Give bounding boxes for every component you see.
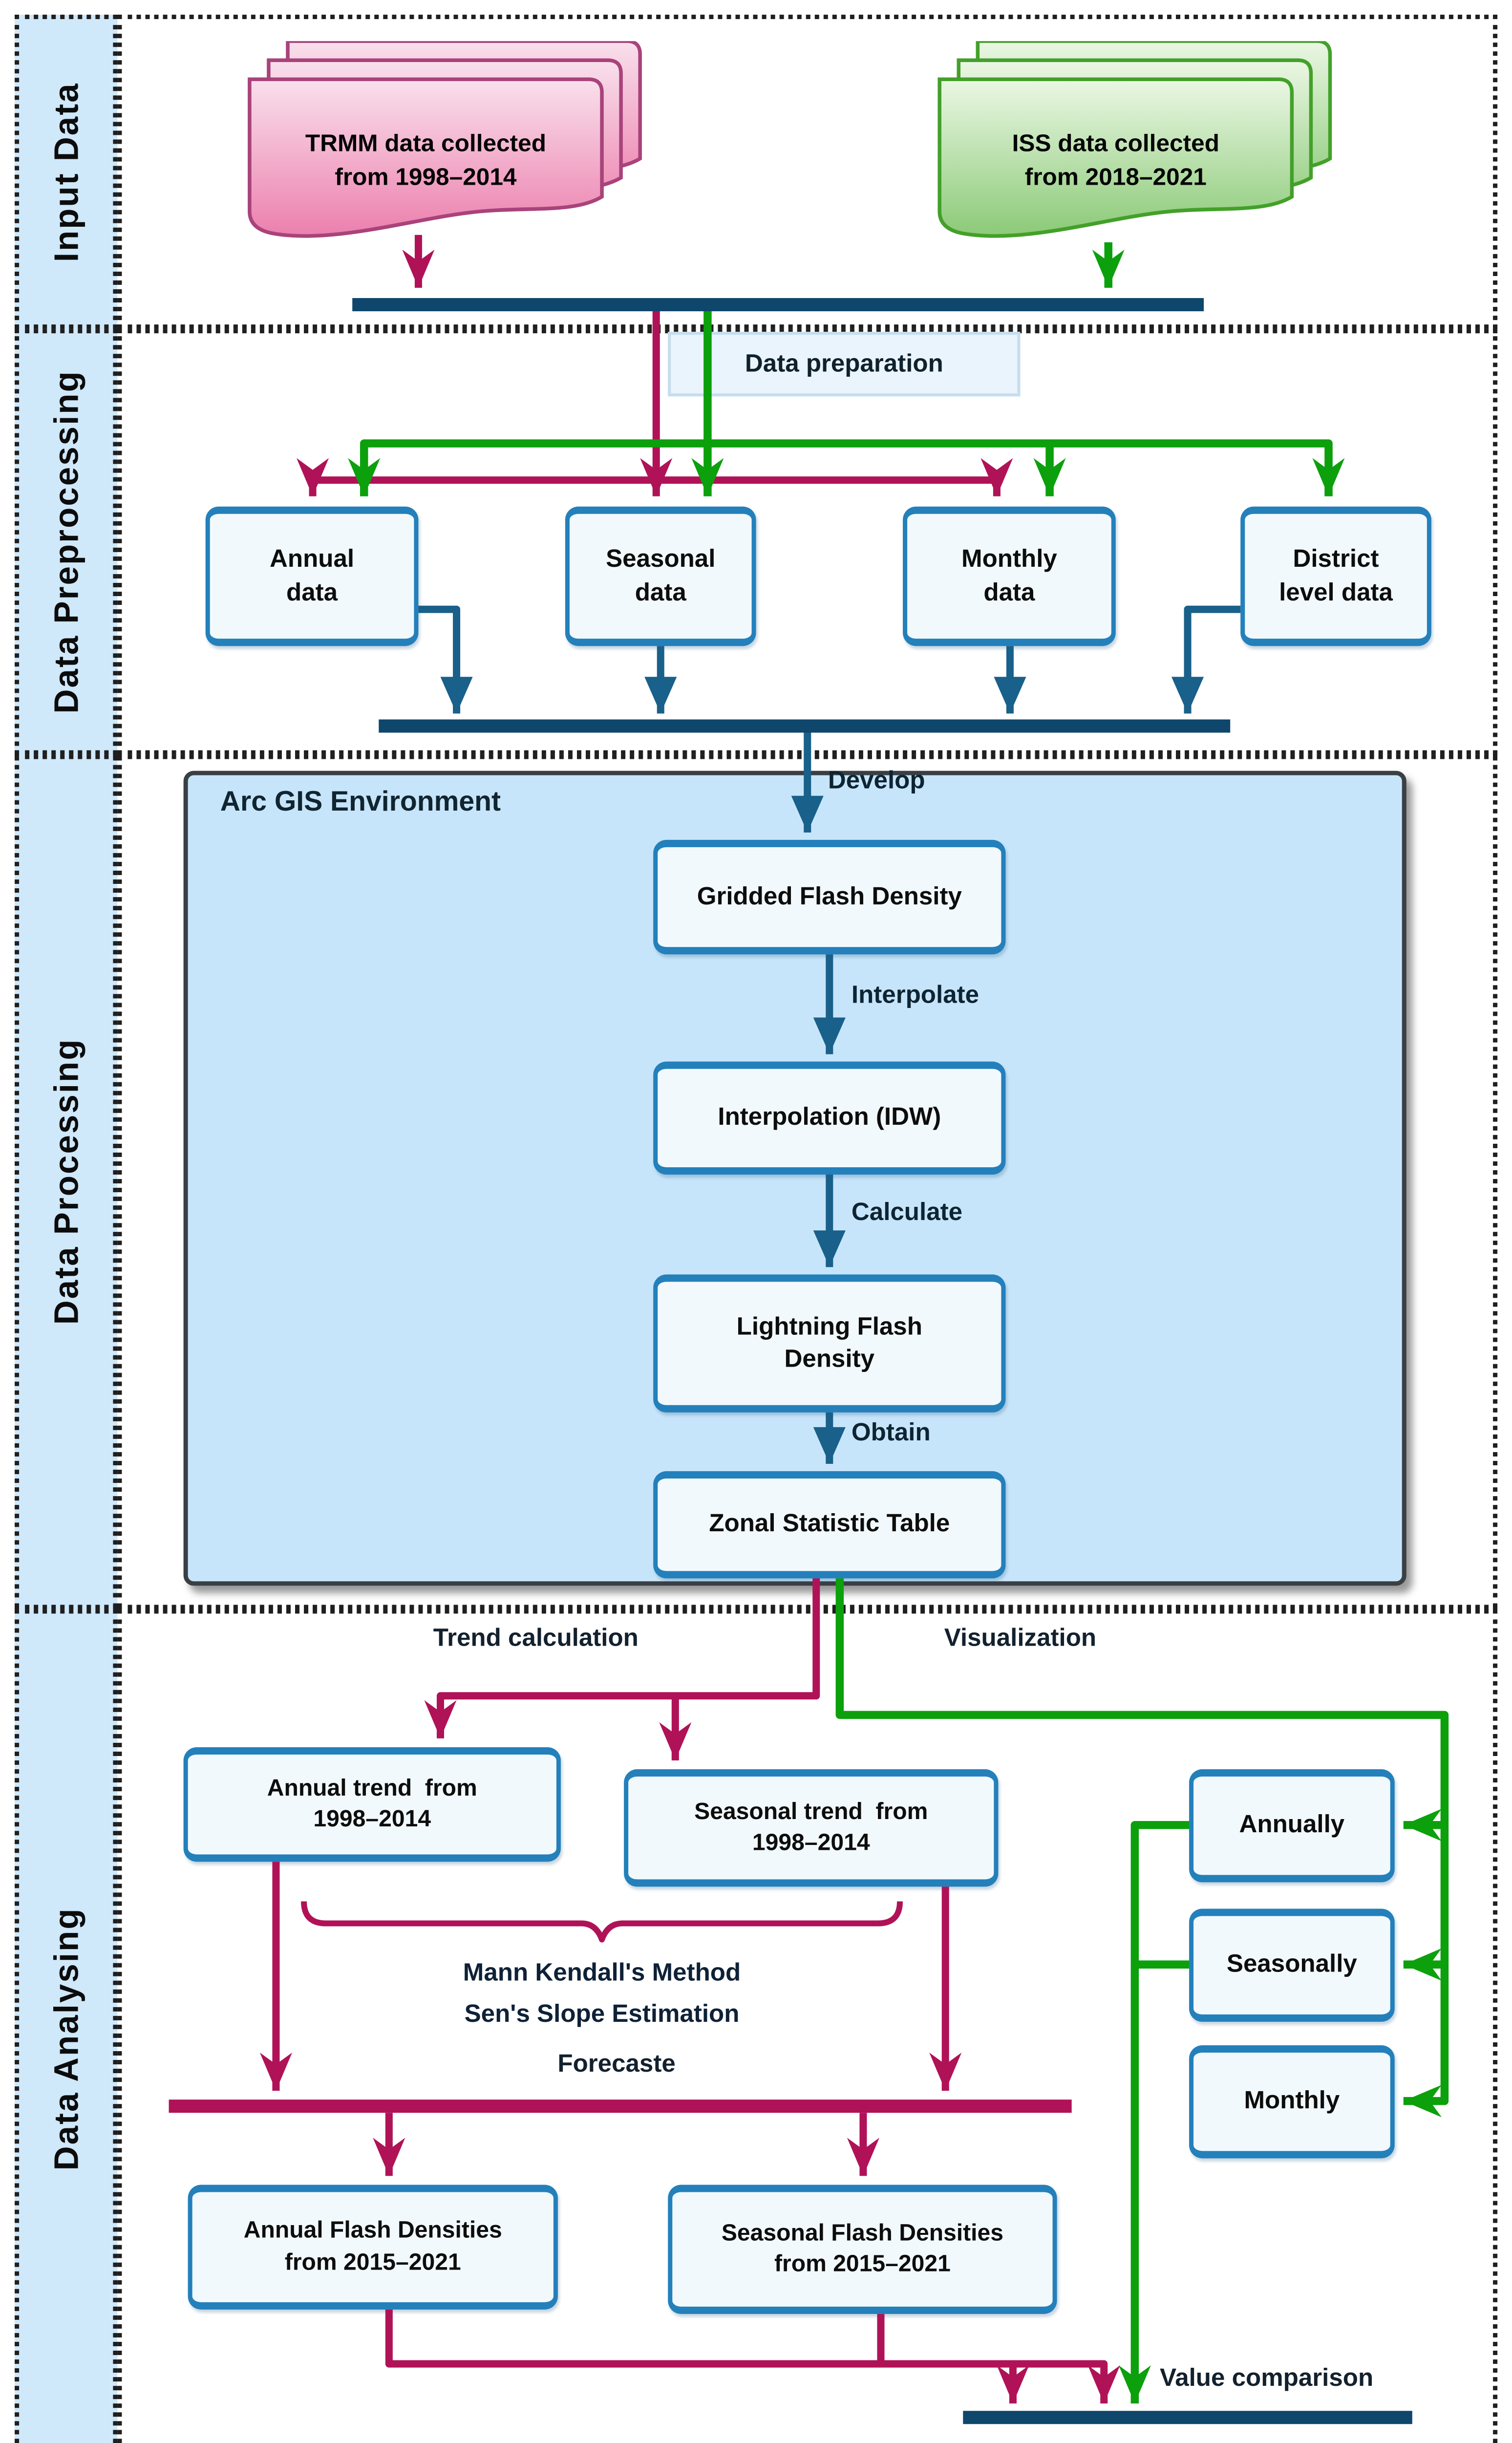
visualization-label: Visualization: [944, 1624, 1097, 1652]
section-strip-data-preprocessing: Data Preprocessing: [15, 329, 118, 755]
node-seasonal-data: Seasonal data: [565, 506, 756, 646]
node-annually: Annually: [1189, 1769, 1395, 1883]
edge-label-interpolate: Interpolate: [851, 981, 980, 1009]
value-comparison-label: Value comparison: [1159, 2364, 1374, 2392]
node-monthly: Monthly: [1189, 2045, 1395, 2159]
trend-calculation-label: Trend calculation: [433, 1624, 639, 1652]
node-gridded-flash-density: Gridded Flash Density: [653, 839, 1006, 955]
node-district-level-data: District level data: [1240, 506, 1431, 646]
node-annual-flash-densities: Annual Flash Densities from 2015–2021: [188, 2185, 558, 2310]
arcgis-environment-title: Arc GIS Environment: [220, 787, 501, 818]
iss-doc-label: ISS data collected from 2018–2021: [1012, 130, 1219, 191]
section-label-data-preprocessing: Data Preprocessing: [46, 370, 85, 714]
node-monthly-data: Monthly data: [903, 506, 1116, 646]
section-label-data-processing: Data Processing: [46, 1038, 85, 1326]
section-label-input-data: Input Data: [46, 82, 85, 262]
data-preparation-label: Data preparation: [668, 332, 1021, 397]
forecast-label: Forecaste: [557, 2049, 676, 2078]
lane-input-data: [117, 15, 1498, 329]
trmm-doc-label: TRMM data collected from 1998–2014: [305, 130, 547, 191]
node-zonal-statistic-table: Zonal Statistic Table: [653, 1471, 1006, 1579]
iss-document-stack: [937, 41, 1332, 238]
node-annual-trend: Annual trend from 1998–2014: [183, 1747, 561, 1862]
node-annual-data: Annual data: [205, 506, 419, 646]
section-strip-data-analysing: Data Analysing: [15, 1609, 118, 2443]
section-strip-data-processing: Data Processing: [15, 754, 118, 1609]
section-label-data-analysing: Data Analysing: [46, 1907, 85, 2171]
section-strip-input-data: Input Data: [15, 15, 118, 329]
node-seasonally: Seasonally: [1189, 1908, 1395, 2022]
node-seasonal-trend: Seasonal trend from 1998–2014: [624, 1769, 999, 1887]
edge-label-obtain: Obtain: [851, 1418, 931, 1446]
edge-label-develop: Develop: [828, 766, 925, 794]
trmm-document-stack: [248, 41, 642, 238]
edge-label-calculate: Calculate: [851, 1198, 963, 1226]
method-annotation: Mann Kendall's Method Sen's Slope Estima…: [463, 1958, 741, 2028]
node-lightning-flash-density: Lightning Flash Density: [653, 1274, 1006, 1413]
node-seasonal-flash-densities: Seasonal Flash Densities from 2015–2021: [668, 2185, 1057, 2314]
arcgis-environment-panel: [183, 771, 1406, 1586]
node-interpolation-idw: Interpolation (IDW): [653, 1061, 1006, 1175]
